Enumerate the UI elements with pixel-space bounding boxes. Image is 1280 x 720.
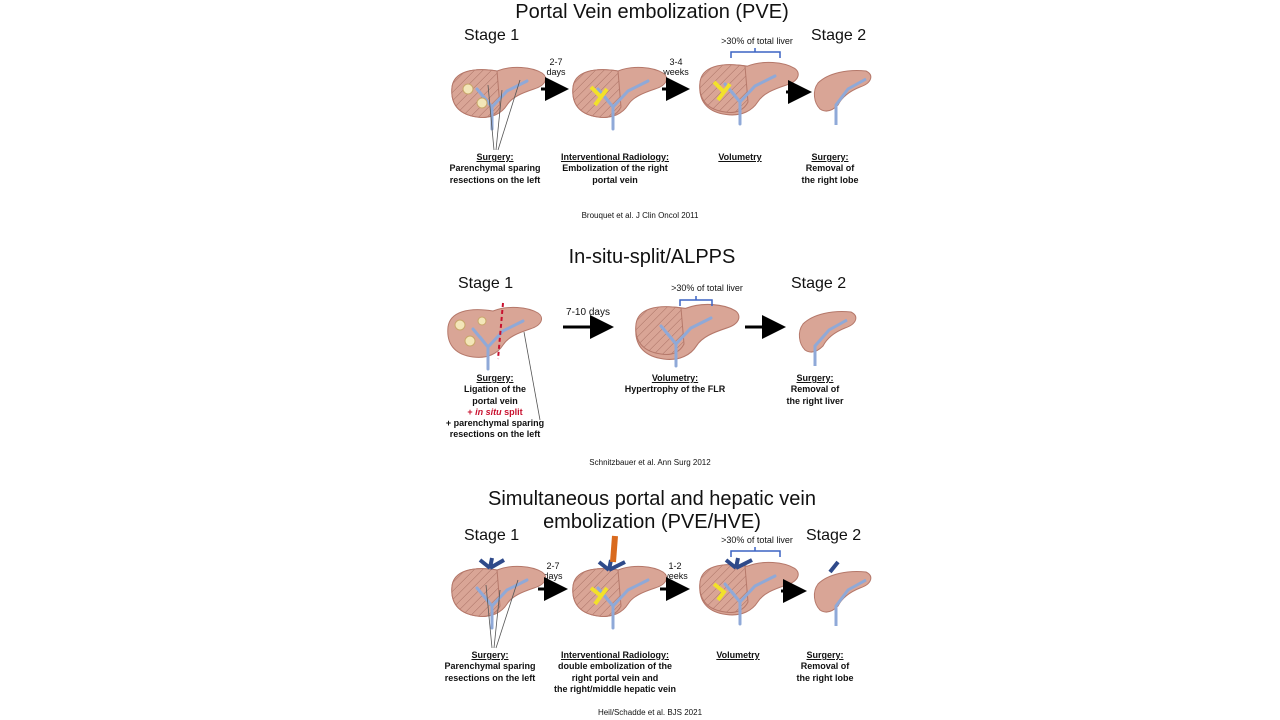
alpps-stage2-label: Stage 2	[791, 275, 847, 292]
pvehve-title-line1: Simultaneous portal and hepatic vein	[488, 488, 816, 510]
alpps-pointer-line	[523, 331, 541, 421]
pve-liver-volumetry	[699, 61, 799, 126]
alpps-flr-bracket	[679, 296, 713, 306]
pvehve-caption-surgery: Surgery: Parenchymal sparing resections …	[444, 650, 536, 683]
pvehve-stage2-label: Stage 2	[806, 527, 862, 544]
alpps-caption-surgery: Surgery: Ligation of the portal vein + i…	[445, 373, 545, 440]
alpps-flr-label: >30% of total liver	[671, 283, 743, 293]
alpps-caption-volumetry: Volumetry: Hypertrophy of the FLR	[624, 373, 726, 395]
pve-title: Portal Vein embolization (PVE)	[515, 1, 789, 23]
pvehve-flr-label: >30% of total liver	[721, 535, 793, 545]
pvehve-caption-radiology: Interventional Radiology: double emboliz…	[553, 650, 677, 694]
alpps-interval: 7-10 days	[566, 307, 610, 318]
pvehve-citation: Heil/Schadde et al. BJS 2021	[597, 708, 703, 717]
pvehve-caption-volumetry: Volumetry	[716, 650, 760, 660]
pve-flr-bracket	[730, 48, 781, 58]
pve-citation: Brouquet et al. J Clin Oncol 2011	[581, 211, 699, 220]
pve-liver-remnant	[813, 70, 872, 125]
pvehve-stage1-label: Stage 1	[464, 527, 520, 544]
pve-stage1-label: Stage 1	[464, 27, 520, 44]
pvehve-flr-bracket	[730, 547, 781, 557]
alpps-stage1-label: Stage 1	[458, 275, 514, 292]
alpps-citation: Schnitzbauer et al. Ann Surg 2012	[589, 458, 711, 467]
alpps-liver-stage1	[447, 302, 543, 371]
pvehve-title-line2: embolization (PVE/HVE)	[543, 511, 761, 533]
pvehve-liver-stage1	[451, 557, 547, 630]
alpps-liver-remnant	[798, 311, 857, 366]
alpps-liver-volumetry	[635, 303, 740, 368]
pve-stage2-label: Stage 2	[811, 27, 867, 44]
pve-flr-label: >30% of total liver	[721, 36, 793, 46]
alpps-caption-removal: Surgery: Removal of the right liver	[786, 373, 844, 406]
pve-caption-volumetry: Volumetry	[718, 152, 762, 162]
pvehve-caption-removal: Surgery: Removal of the right lobe	[796, 650, 854, 683]
pvehve-pointer-lines	[485, 579, 519, 649]
pve-liver-stage1	[451, 66, 547, 131]
pve-caption-removal: Surgery: Removal of the right lobe	[801, 152, 859, 185]
pvehve-liver-remnant	[813, 560, 872, 626]
pve-caption-radiology: Interventional Radiology: Embolization o…	[560, 152, 669, 185]
alpps-title: In-situ-split/ALPPS	[568, 246, 736, 268]
pve-pointer-lines	[487, 79, 521, 151]
pve-liver-embolized	[572, 66, 668, 131]
pve-caption-surgery: Surgery: Parenchymal sparing resections …	[449, 152, 541, 185]
pvehve-liver-embolized	[572, 535, 668, 630]
pvehve-liver-volumetry	[699, 557, 799, 626]
